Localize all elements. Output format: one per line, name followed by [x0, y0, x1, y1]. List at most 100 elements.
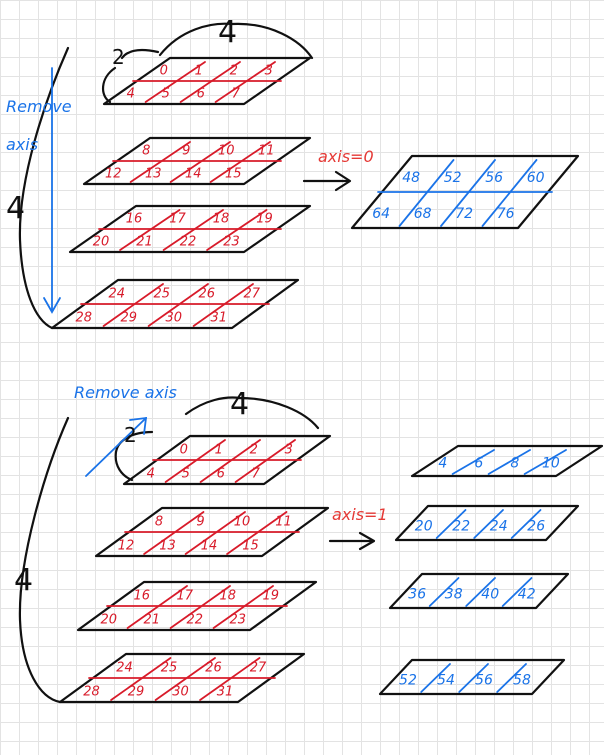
top-plane-3-cell: 29: [120, 310, 137, 325]
top-plane-1-cell: 10: [218, 144, 235, 159]
bottom-result-0-cell: 4: [438, 456, 447, 472]
top-plane-3-cell: 28: [75, 310, 92, 325]
top-cols-label: 4: [218, 15, 237, 50]
top-plane-0-cell: 3: [265, 64, 273, 79]
bottom-plane-2-cell: 16: [133, 588, 150, 603]
static-strokes: [20, 24, 374, 702]
bottom-plane-1-cell: 8: [155, 514, 163, 529]
bottom-result-3-cell: 52: [399, 672, 417, 688]
bottom-plane-2-cell: 17: [176, 588, 193, 603]
top-plane-2-cell: 21: [136, 235, 153, 250]
top-plane-0-cell: 6: [197, 87, 205, 102]
top-result-cell: 60: [527, 170, 545, 186]
top-result-cell: 56: [485, 170, 503, 186]
bottom-operation-label: axis=1: [332, 505, 388, 524]
bottom-plane-3-cell: 27: [250, 660, 267, 675]
top-plane-2-cell: 16: [126, 212, 143, 227]
bottom-plane-0-cell: 3: [285, 442, 293, 457]
bottom-plane-3-cell: 25: [161, 660, 178, 675]
top-plane-3-cell: 30: [165, 310, 182, 325]
bottom-remove-label: Remove axis: [74, 383, 177, 402]
top-operation-label: axis=0: [318, 147, 374, 166]
top-plane-0-cell: 1: [195, 64, 203, 79]
top-plane-0-cell: 5: [162, 87, 170, 102]
bottom-plane-0-cell: 6: [217, 466, 225, 481]
bottom-result-0-cell: 6: [474, 456, 483, 472]
top-plane-1-cell: 9: [182, 144, 190, 159]
top-plane-3-cell: 25: [153, 286, 170, 301]
top-result-cell: 52: [444, 170, 462, 186]
bottom-result-3-cell: 56: [475, 672, 493, 688]
top-plane-0-cell: 2: [230, 64, 238, 79]
top-plane-3-cell: 31: [210, 310, 227, 325]
depth-bracket-top: [20, 48, 68, 328]
top-plane-0-cell: 4: [127, 87, 135, 102]
top-result-cell: 68: [414, 206, 432, 222]
bottom-plane-3-cell: 26: [205, 660, 222, 675]
bottom-plane-0-cell: 1: [215, 442, 223, 457]
bottom-result-1-cell: 20: [415, 518, 433, 534]
bottom-result-1-cell: 22: [452, 518, 470, 534]
top-plane-1-cell: 14: [185, 167, 202, 182]
top-plane-1-cell: 11: [258, 144, 275, 159]
bottom-result-2-cell: 42: [518, 586, 536, 602]
bottom-plane-3-cell: 24: [116, 660, 133, 675]
bottom-result-0-cell: 8: [510, 456, 519, 472]
top-plane-0-cell: 0: [160, 64, 168, 79]
bottom-plane-1-cell: 15: [242, 538, 259, 553]
bottom-plane-2-cell: 22: [186, 612, 203, 627]
top-remove-label: Remove: [6, 97, 72, 116]
rows-arc-top-a: [122, 50, 158, 58]
top-depth-label: 4: [6, 191, 25, 226]
bottom-plane-3-cell: 31: [217, 684, 234, 699]
top-plane-3-cell: 27: [243, 286, 260, 301]
top-plane-3-cell: 26: [198, 286, 215, 301]
depth-bracket-bottom: [20, 418, 68, 702]
top-result-cell: 76: [497, 206, 515, 222]
bottom-result-0-col-divider: [453, 450, 494, 474]
top-plane-3-cell: 24: [108, 286, 125, 301]
top-plane-2-cell: 17: [169, 212, 186, 227]
bottom-cols-label: 4: [230, 387, 249, 422]
bottom-plane-1-cell: 9: [196, 514, 204, 529]
bottom-plane-2-cell: 19: [262, 588, 279, 603]
bottom-result-3-cell: 54: [437, 672, 455, 688]
bottom-plane-1-cell: 12: [118, 538, 135, 553]
top-plane-2-cell: 18: [213, 212, 230, 227]
remove-arrow-bottom-shaft: [86, 418, 146, 476]
bottom-plane-0-cell: 4: [147, 466, 155, 481]
bottom-plane-3-cell: 29: [128, 684, 145, 699]
top-result-cell: 64: [372, 206, 390, 222]
top-plane-1-cell: 15: [225, 167, 242, 182]
top-axis-label: axis: [6, 135, 38, 154]
cols-arc-bottom: [186, 398, 318, 428]
top-plane-2-cell: 19: [256, 212, 273, 227]
bottom-result-2-cell: 40: [481, 586, 499, 602]
top-result-cell: 48: [402, 170, 420, 186]
bottom-result-2-cell: 36: [408, 586, 426, 602]
top-plane-2-cell: 20: [93, 235, 110, 250]
bottom-plane-1-cell: 10: [234, 514, 251, 529]
bottom-result-2-cell: 38: [445, 586, 463, 602]
bottom-plane-2-cell: 18: [219, 588, 236, 603]
top-plane-1-cell: 12: [105, 167, 122, 182]
top-plane-2-cell: 23: [223, 235, 240, 250]
top-plane-1-cell: 13: [145, 167, 162, 182]
bottom-plane-0-cell: 7: [252, 466, 261, 481]
top-result-cell: 72: [455, 206, 473, 222]
top-plane-1-cell: 8: [142, 144, 150, 159]
bottom-plane-0-cell: 0: [180, 442, 188, 457]
bottom-rows-label: 2: [124, 423, 137, 447]
bottom-result-1-cell: 24: [490, 518, 508, 534]
bottom-result-3-cell: 58: [513, 672, 531, 688]
bottom-plane-2-cell: 21: [143, 612, 160, 627]
top-rows-label: 2: [112, 45, 125, 69]
bottom-plane-3-cell: 28: [83, 684, 100, 699]
bottom-result-1-cell: 26: [527, 518, 545, 534]
bottom-plane-0-cell: 5: [182, 466, 190, 481]
bottom-result-0-col-divider: [489, 450, 530, 474]
bottom-result-0-cell: 10: [542, 456, 560, 472]
bottom-depth-label: 4: [14, 563, 33, 598]
top-plane-2-cell: 22: [180, 235, 197, 250]
